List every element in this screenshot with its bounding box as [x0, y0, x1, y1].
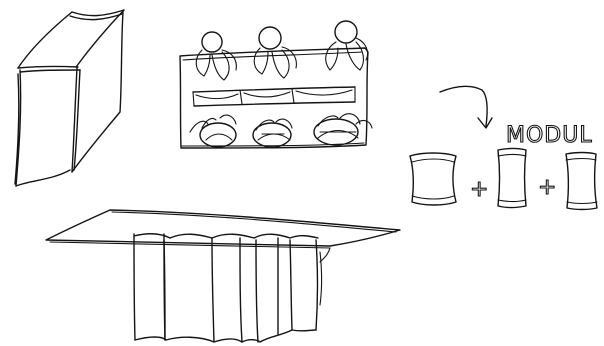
flower-planter-sketch: [180, 21, 372, 148]
tall-box-sketch: [15, 10, 124, 186]
module-label: MODUL: [506, 123, 593, 148]
module-arrow: [440, 86, 492, 128]
plus-sign-1: +: [470, 177, 489, 202]
module-piece-medium: [498, 149, 526, 208]
module-piece-small: [566, 153, 597, 210]
bench-sketch: [46, 210, 400, 342]
plus-sign-2: +: [538, 175, 557, 200]
module-piece-large: [410, 153, 456, 205]
